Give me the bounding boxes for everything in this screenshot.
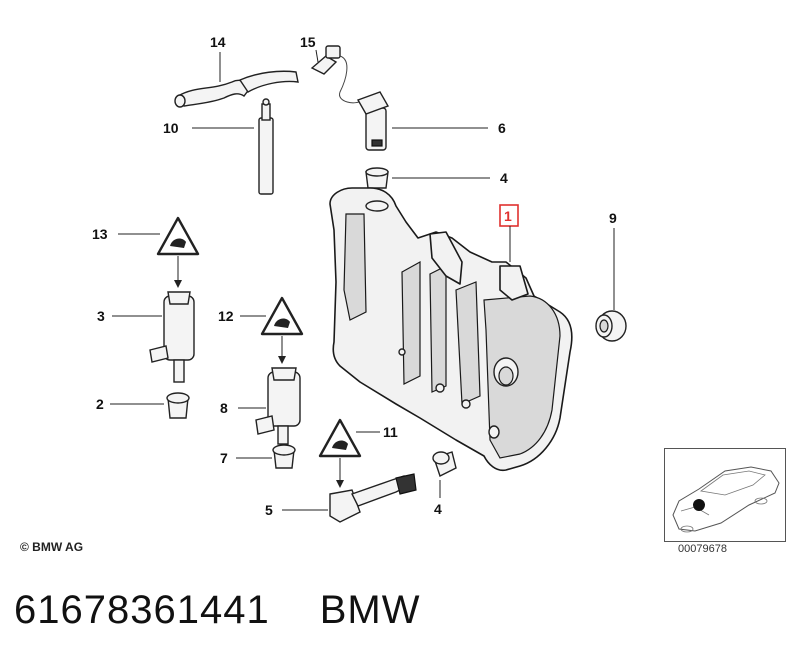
part-washer-tank-1 xyxy=(329,187,573,472)
warning-triangle-icon xyxy=(260,296,304,336)
copyright-text: © BMW AG xyxy=(20,540,84,554)
callout-7: 7 xyxy=(220,450,228,466)
part-number: 61678361441 xyxy=(14,588,270,632)
part-pump-3 xyxy=(149,291,195,383)
callout-10: 10 xyxy=(163,120,179,136)
callout-1-highlight-box xyxy=(499,204,519,227)
callout-3: 3 xyxy=(97,308,105,324)
part-pump-8 xyxy=(255,367,301,445)
brand-name: BMW xyxy=(319,588,421,632)
callout-1: 1 xyxy=(504,208,512,224)
footer: 61678361441 BMW xyxy=(14,588,420,633)
thumbnail-code: 00079678 xyxy=(678,543,727,555)
callout-11: 11 xyxy=(383,424,398,440)
callout-13: 13 xyxy=(92,226,108,242)
part-connector-15 xyxy=(310,45,363,104)
callout-5: 5 xyxy=(265,502,273,518)
callout-2: 2 xyxy=(96,396,104,412)
part-sensor-rod-10 xyxy=(258,98,274,195)
part-hose-14 xyxy=(174,52,299,108)
part-grommet-4-top xyxy=(365,167,389,189)
callout-15: 15 xyxy=(300,34,316,50)
callout-6: 6 xyxy=(498,120,506,136)
callout-4-top: 4 xyxy=(500,170,508,186)
warning-triangle-icon xyxy=(318,418,362,458)
part-grommet-4-bottom xyxy=(432,451,457,477)
callout-12: 12 xyxy=(218,308,234,324)
callout-14: 14 xyxy=(210,34,226,50)
callout-9: 9 xyxy=(609,210,617,226)
part-grommet-9 xyxy=(595,310,627,342)
part-grommet-2 xyxy=(166,392,190,419)
part-pump-6 xyxy=(356,91,390,151)
callout-8: 8 xyxy=(220,400,228,416)
warning-triangle-icon xyxy=(156,216,200,256)
callout-4-bottom: 4 xyxy=(434,501,442,517)
part-grommet-7 xyxy=(272,444,296,469)
car-thumbnail-icon xyxy=(672,466,780,533)
part-nozzle-5 xyxy=(329,473,417,523)
car-thumbnail xyxy=(664,448,786,542)
